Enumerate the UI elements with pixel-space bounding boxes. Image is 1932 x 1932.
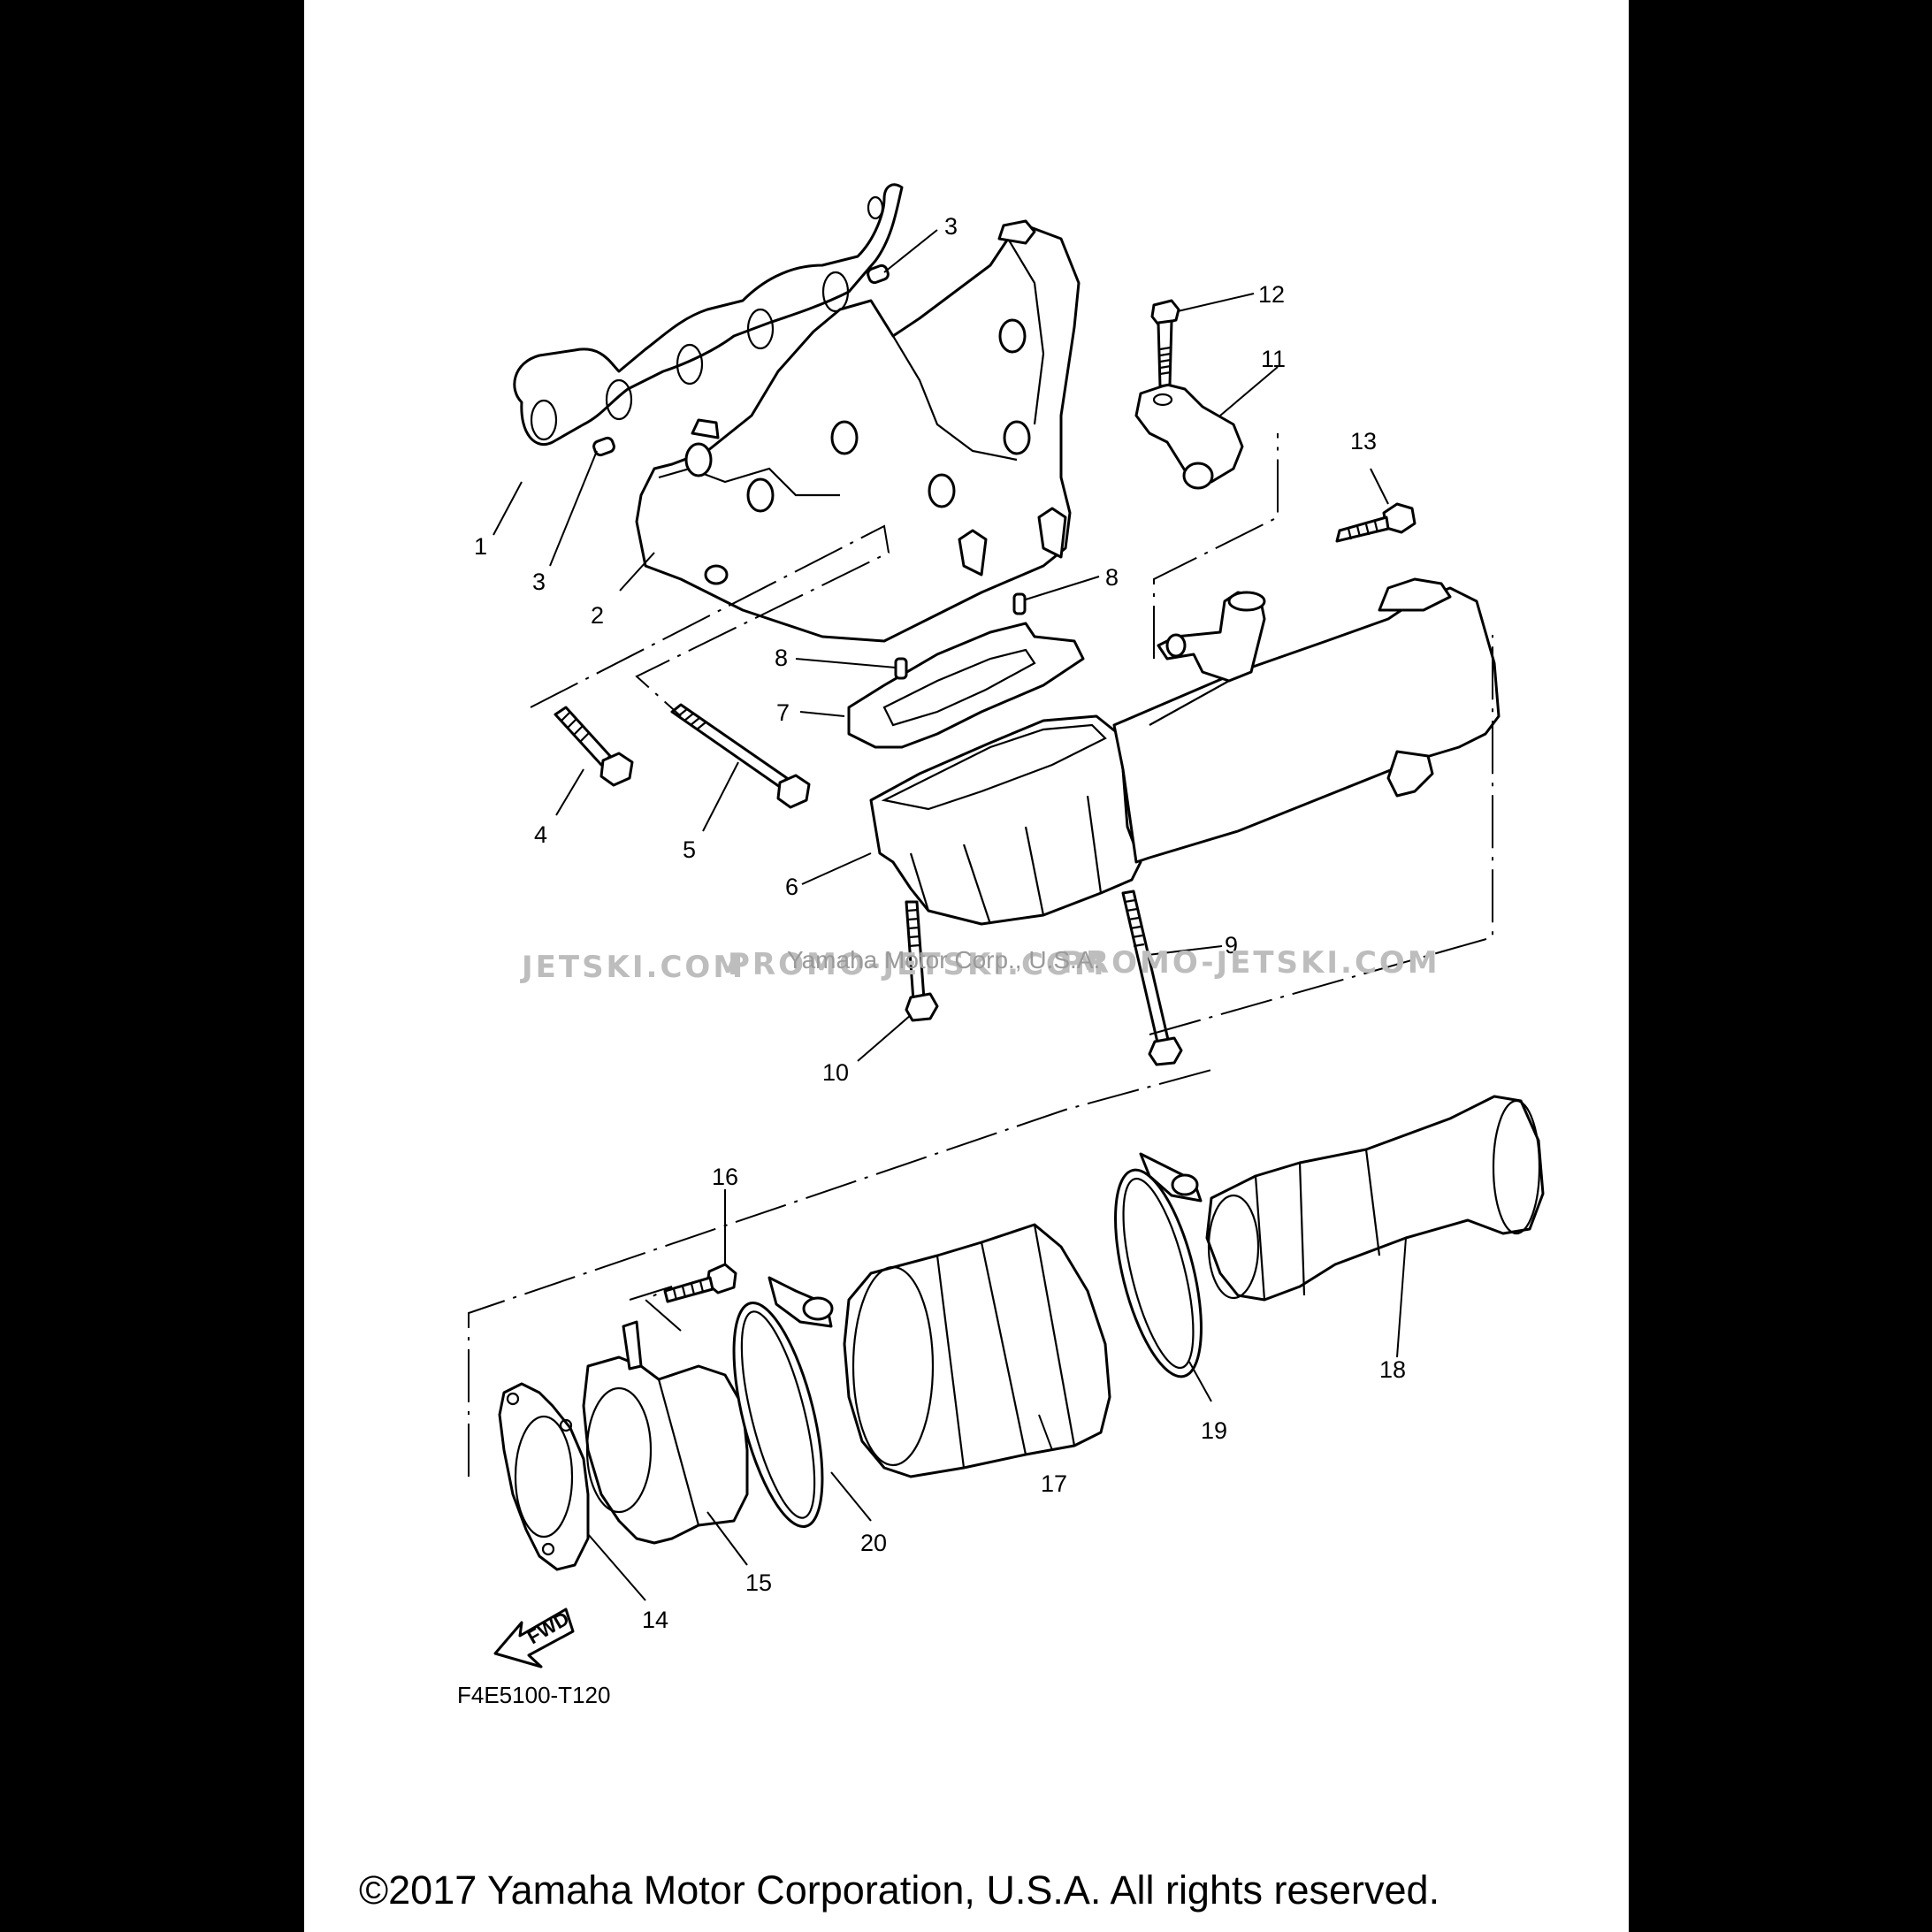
callout-7: 7	[776, 699, 790, 726]
callout-4: 4	[534, 821, 547, 848]
callout-15: 15	[745, 1569, 772, 1596]
hose-clamp-19-part	[1114, 1152, 1203, 1378]
callout-16: 16	[712, 1164, 738, 1190]
watermark-corp: Yamaha Motor Corp., U.S.A.	[787, 946, 1100, 974]
dowel-pin-part-lower	[592, 436, 615, 457]
bolt-4-part	[554, 706, 634, 787]
watermark-promo-right: PROMO-JETSKI.COM	[1061, 945, 1440, 981]
exhaust-pipe-part	[1112, 577, 1501, 864]
bolt-12-part	[1150, 299, 1180, 388]
callout-6: 6	[785, 874, 798, 900]
callout-14: 14	[642, 1607, 668, 1633]
bolt-13-part	[1335, 502, 1417, 543]
exhaust-manifold-part	[635, 219, 1081, 643]
watermark-jetski: JETSKI.COM	[520, 950, 745, 985]
drawing-code: F4E5100-T120	[457, 1682, 610, 1708]
callout-13: 13	[1350, 428, 1377, 454]
assembly-chain-lines	[468, 433, 1493, 1477]
copyright-footer: ©2017 Yamaha Motor Corporation, U.S.A. A…	[359, 1867, 1439, 1913]
bolt-5-part	[670, 703, 811, 809]
callout-1: 1	[474, 533, 487, 560]
callout-3-lower: 3	[532, 569, 546, 595]
callout-12: 12	[1258, 281, 1285, 308]
callout-8-left: 8	[775, 645, 788, 671]
hose-clamp-20-part	[732, 1276, 834, 1529]
callout-9: 9	[1225, 932, 1238, 958]
stud-8-part-right	[1012, 592, 1027, 615]
bolt-16-part	[663, 1263, 737, 1303]
exhaust-pipe-18-part	[1205, 1095, 1545, 1302]
callout-10: 10	[822, 1059, 849, 1086]
gasket-14-part	[498, 1382, 590, 1571]
callout-19: 19	[1201, 1417, 1227, 1444]
bolt-9-part	[1121, 890, 1183, 1066]
callout-2: 2	[591, 602, 604, 629]
callout-11: 11	[1261, 346, 1286, 372]
exhaust-gasket-part	[513, 183, 904, 447]
forward-arrow-icon	[493, 1607, 575, 1669]
joint-15-part	[582, 1320, 749, 1545]
holder-part	[1134, 383, 1244, 490]
callout-3-upper: 3	[944, 213, 958, 240]
callout-17: 17	[1041, 1470, 1067, 1497]
watermark-promo-mid: PROMO-JETSKI.COM	[728, 947, 1107, 982]
manifold-gasket-part	[847, 622, 1085, 749]
callout-20: 20	[860, 1530, 887, 1556]
stud-8-part-left	[894, 657, 908, 680]
hose-17-part	[843, 1223, 1111, 1478]
callout-labels: 1 2 3 3 4 5 6 7 8 8 9 10 11 12 13 14 15 …	[474, 213, 1406, 1633]
callout-5: 5	[683, 836, 696, 863]
callout-8-right: 8	[1105, 564, 1119, 591]
callout-leaders	[493, 229, 1407, 1601]
bolt-10-part	[905, 900, 939, 1022]
callout-18: 18	[1379, 1356, 1406, 1383]
exhaust-chamber-part	[869, 714, 1142, 926]
